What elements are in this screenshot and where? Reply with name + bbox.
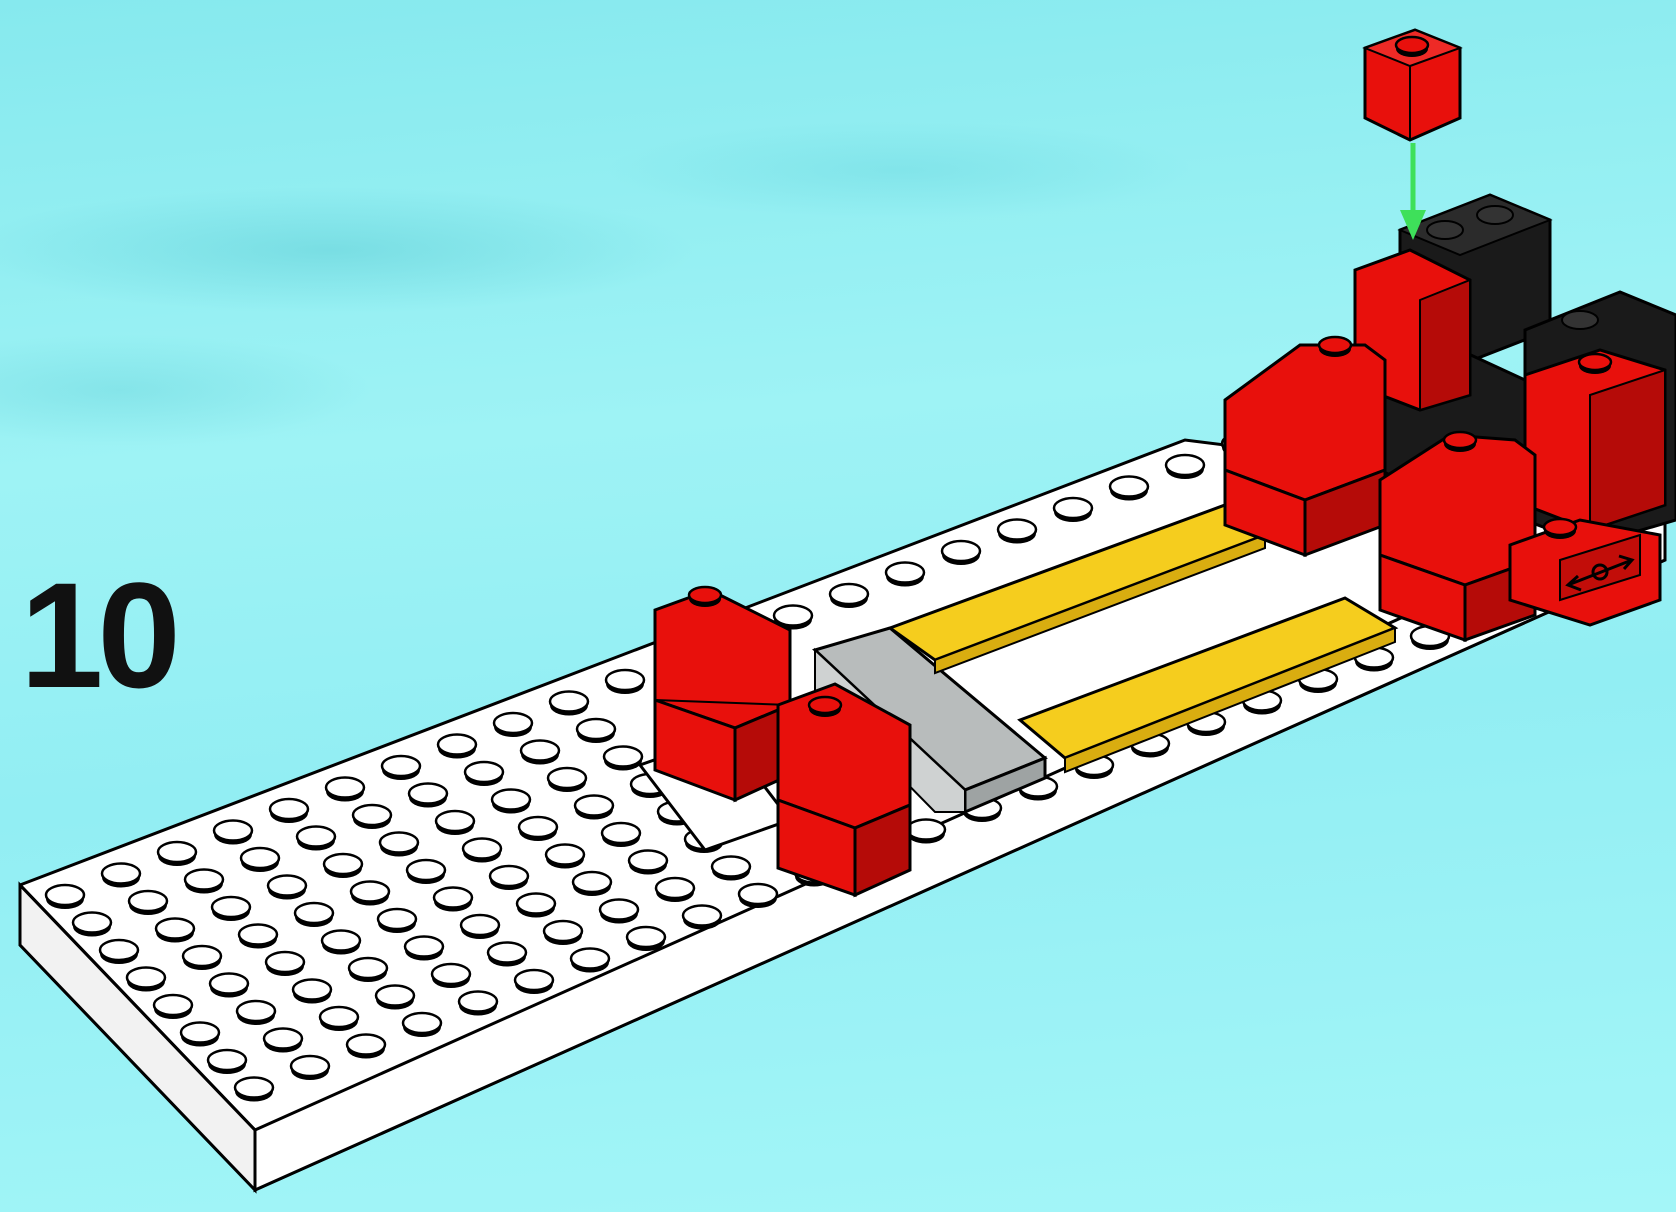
baseplate-stud (519, 817, 557, 841)
red-slope-brick-left-back (655, 587, 790, 800)
baseplate-stud (1110, 477, 1148, 501)
baseplate-stud (627, 927, 665, 951)
baseplate-stud (241, 848, 279, 872)
baseplate-stud (407, 860, 445, 884)
baseplate-stud (1054, 498, 1092, 522)
baseplate-stud (942, 541, 980, 565)
baseplate-stud (886, 563, 924, 587)
baseplate-stud (492, 790, 530, 814)
baseplate-stud (403, 1013, 441, 1037)
baseplate-stud (517, 894, 555, 918)
baseplate-stud (100, 940, 138, 964)
baseplate-stud (573, 872, 611, 896)
red-1x1-brick-icon (1365, 30, 1460, 140)
baseplate-stud (73, 913, 111, 937)
baseplate-stud (380, 833, 418, 857)
baseplate-stud (382, 756, 420, 780)
baseplate-stud (438, 735, 476, 759)
baseplate-stud (353, 805, 391, 829)
baseplate-stud (347, 1035, 385, 1059)
baseplate-stud (515, 970, 553, 994)
baseplate-stud (185, 870, 223, 894)
baseplate-stud (156, 919, 194, 943)
baseplate-stud (490, 866, 528, 890)
baseplate-stud (351, 882, 389, 906)
baseplate-stud (488, 943, 526, 967)
baseplate-stud (326, 778, 364, 802)
baseplate-stud (270, 799, 308, 823)
baseplate-stud (183, 946, 221, 970)
baseplate-stud (409, 784, 447, 808)
baseplate-stud (577, 719, 615, 743)
baseplate-stud (830, 584, 868, 608)
baseplate-stud (1166, 455, 1204, 479)
baseplate-stud (434, 888, 472, 912)
baseplate-stud (739, 884, 777, 908)
red-slope-brick-left-front (778, 684, 910, 895)
baseplate-stud (461, 915, 499, 939)
baseplate-stud (102, 864, 140, 888)
baseplate-stud (546, 845, 584, 869)
baseplate-stud (212, 897, 250, 921)
baseplate-stud (297, 827, 335, 851)
baseplate-stud (154, 995, 192, 1019)
baseplate-stud (349, 958, 387, 982)
baseplate-stud (494, 713, 532, 737)
baseplate-stud (602, 823, 640, 847)
baseplate-stud (320, 1007, 358, 1031)
baseplate-stud (521, 741, 559, 765)
baseplate-stud (907, 820, 945, 844)
baseplate-stud (214, 821, 252, 845)
baseplate-stud (239, 925, 277, 949)
baseplate-stud (181, 1023, 219, 1047)
baseplate-stud (575, 796, 613, 820)
baseplate-stud (266, 952, 304, 976)
baseplate-stud (291, 1056, 329, 1080)
baseplate-stud (264, 1029, 302, 1053)
baseplate-stud (46, 885, 84, 909)
baseplate-stud (550, 692, 588, 716)
baseplate-stud (293, 980, 331, 1004)
baseplate-stud (129, 891, 167, 915)
baseplate-stud (712, 857, 750, 881)
baseplate-stud (600, 900, 638, 924)
baseplate-stud (459, 992, 497, 1016)
baseplate-stud (606, 670, 644, 694)
baseplate-stud (604, 747, 642, 771)
baseplate-stud (210, 974, 248, 998)
baseplate-stud (237, 1001, 275, 1025)
baseplate-stud (571, 949, 609, 973)
baseplate-stud (544, 921, 582, 945)
red-slope-brick-right-back (1225, 337, 1385, 555)
baseplate-stud (432, 964, 470, 988)
baseplate-stud (295, 903, 333, 927)
baseplate-stud (235, 1078, 273, 1102)
baseplate-stud (208, 1050, 246, 1074)
baseplate-stud (656, 878, 694, 902)
baseplate-stud (683, 906, 721, 930)
baseplate-stud (548, 768, 586, 792)
baseplate-stud (127, 968, 165, 992)
baseplate-stud (158, 842, 196, 866)
baseplate-stud (998, 520, 1036, 544)
baseplate-stud (378, 909, 416, 933)
baseplate-stud (322, 931, 360, 955)
baseplate-stud (376, 986, 414, 1010)
baseplate-stud (436, 811, 474, 835)
baseplate-stud (629, 851, 667, 875)
baseplate-stud (405, 937, 443, 961)
baseplate-stud (463, 839, 501, 863)
red-brick-right-far (1525, 350, 1665, 530)
baseplate-stud (268, 876, 306, 900)
baseplate-stud (324, 854, 362, 878)
baseplate-stud (465, 762, 503, 786)
